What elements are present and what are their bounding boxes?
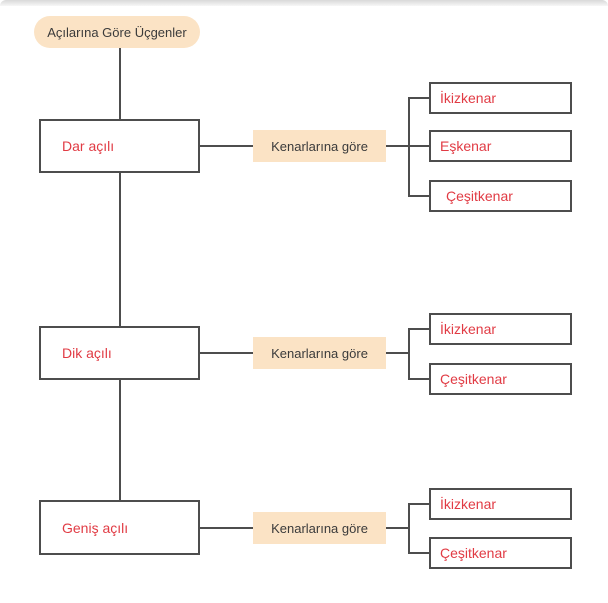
node-eskenar-1: Eşkenar [429,130,572,162]
group1-top-stub [408,97,429,99]
group3-bottom-stub [408,552,429,554]
group2-bottom-stub [408,378,429,380]
node-kenarlarina-gore-1: Kenarlarına göre [253,130,386,162]
group3-branch-spine [408,503,410,554]
trunk-line-segment-2 [119,173,121,326]
node-cesitkenar-3: Çeşitkenar [429,537,572,569]
node-ikizkenar-2: İkizkenar [429,313,572,345]
group3-top-stub [408,503,429,505]
node-kenarlarina-gore-2: Kenarlarına göre [253,337,386,369]
top-edge-bar [0,0,608,6]
row2-connector-line [200,352,253,354]
row3-connector-line [200,527,253,529]
trunk-line-segment-3 [119,380,121,500]
row1-connector-line [200,145,253,147]
node-dar-acili: Dar açılı [39,119,200,173]
node-acilarina-gore-ucgenler: Açılarına Göre Üçgenler [34,16,200,48]
group2-top-stub [408,328,429,330]
group1-middle-line [386,145,429,147]
node-cesitkenar-1: Çeşitkenar [429,180,572,212]
trunk-line-segment-1 [119,48,121,119]
node-cesitkenar-2: Çeşitkenar [429,363,572,395]
node-kenarlarina-gore-3: Kenarlarına göre [253,512,386,544]
node-dik-acili: Dik açılı [39,326,200,380]
group3-inbound-line [386,527,408,529]
node-ikizkenar-3: İkizkenar [429,488,572,520]
group1-bottom-stub [408,195,429,197]
node-genis-acili: Geniş açılı [39,500,200,555]
node-ikizkenar-1: İkizkenar [429,82,572,114]
group1-branch-spine [408,97,410,197]
group2-branch-spine [408,328,410,380]
group2-inbound-line [386,352,408,354]
